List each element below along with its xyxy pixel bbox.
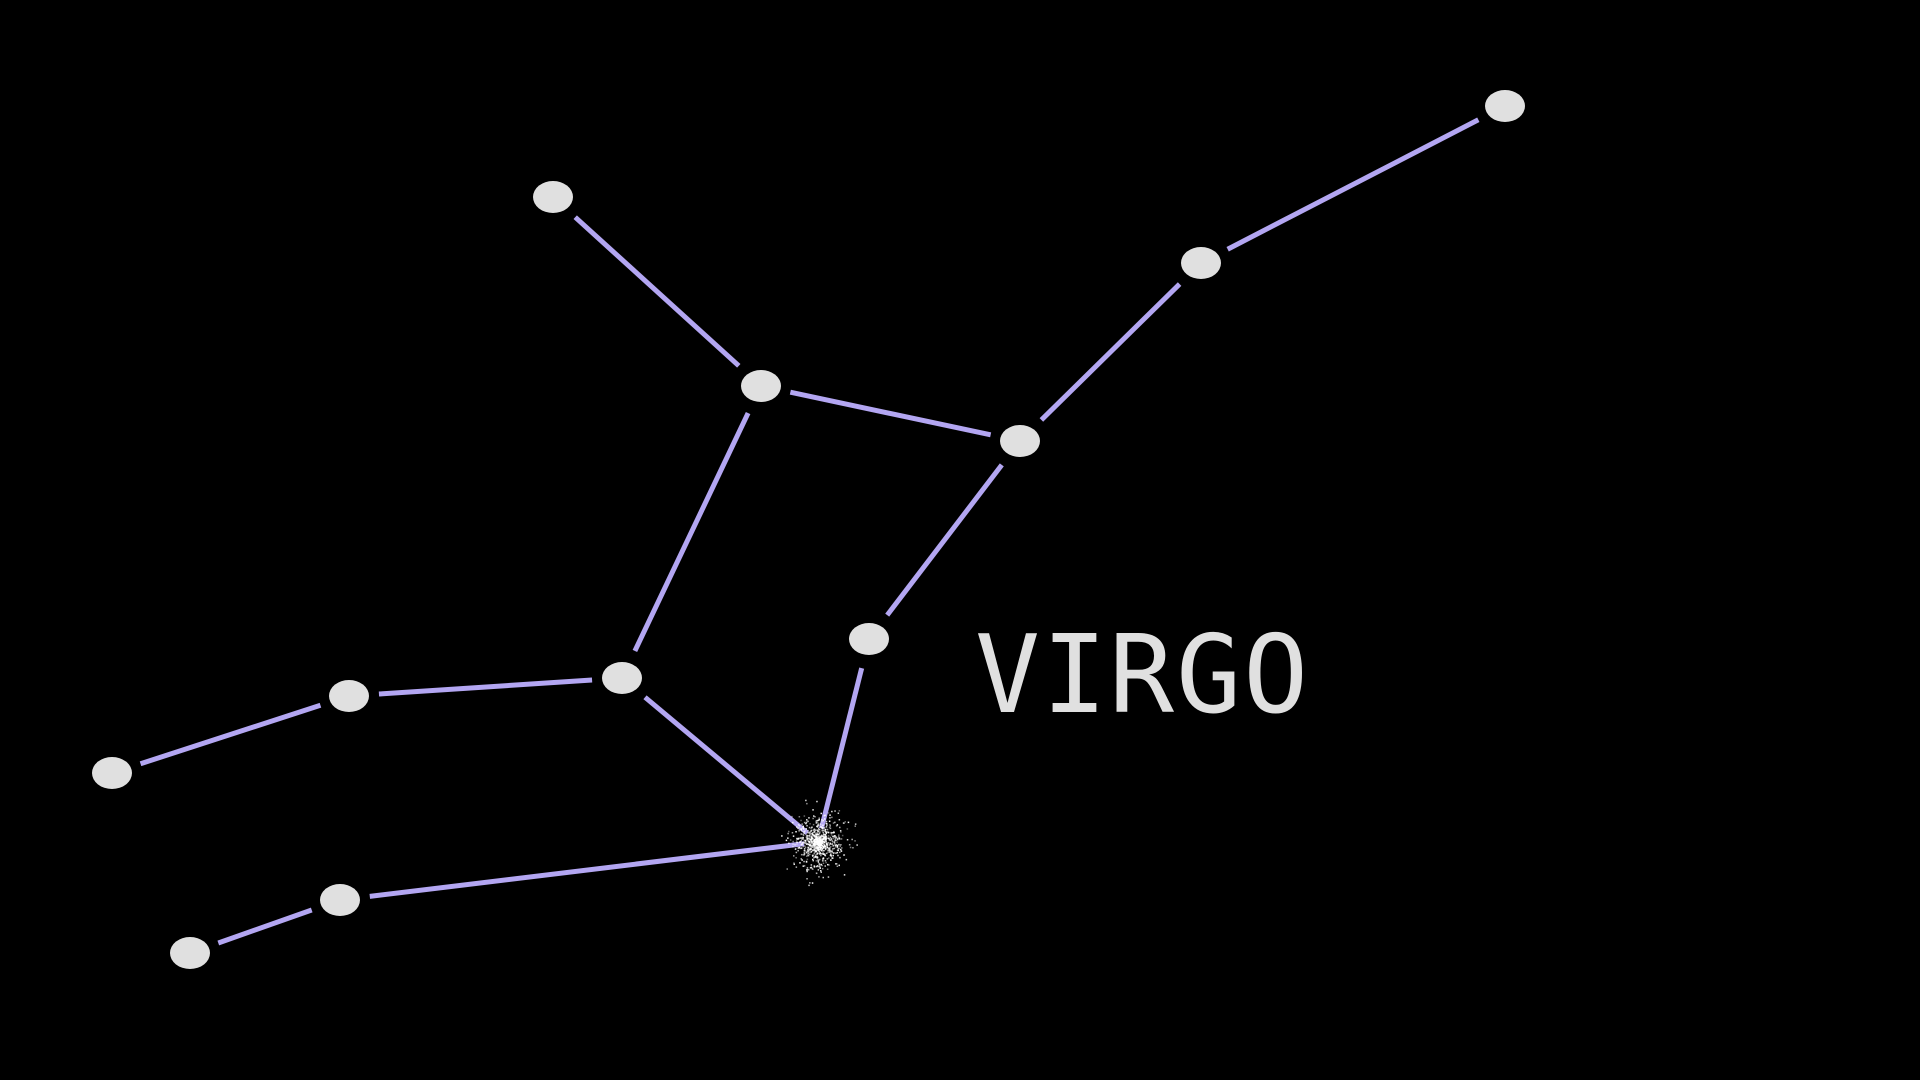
star-s9	[329, 680, 369, 712]
star-s6	[1485, 90, 1525, 122]
connection-line-s4-s7	[885, 463, 1004, 617]
stars	[92, 90, 1525, 969]
connection-line-s1-s3	[573, 215, 741, 368]
connection-line-s9-s10	[139, 702, 322, 767]
cluster-dots	[781, 799, 858, 887]
connection-line-s3-s8	[632, 412, 751, 652]
connection-line-s8-s9	[378, 677, 593, 697]
star-s5	[1181, 247, 1221, 279]
star-s7	[849, 623, 889, 655]
star-s8	[602, 662, 642, 694]
star-s12	[170, 937, 210, 969]
connection-line-s3-s4	[789, 389, 992, 438]
connection-lines	[139, 117, 1480, 946]
star-s10	[92, 757, 132, 789]
star-s11	[320, 884, 360, 916]
star-s3	[741, 370, 781, 402]
star-s1	[533, 181, 573, 213]
connection-line-s11-s12	[217, 907, 313, 946]
star-cluster	[781, 799, 858, 887]
star-s4	[1000, 425, 1040, 457]
connection-line-s7-cluster	[818, 667, 865, 830]
constellation-name: VIRGO	[975, 613, 1311, 738]
connection-line-s8-cluster	[643, 695, 809, 835]
connection-line-s4-s5	[1039, 282, 1182, 422]
connection-line-cluster-s11	[369, 841, 805, 899]
connection-line-s5-s6	[1226, 117, 1480, 252]
